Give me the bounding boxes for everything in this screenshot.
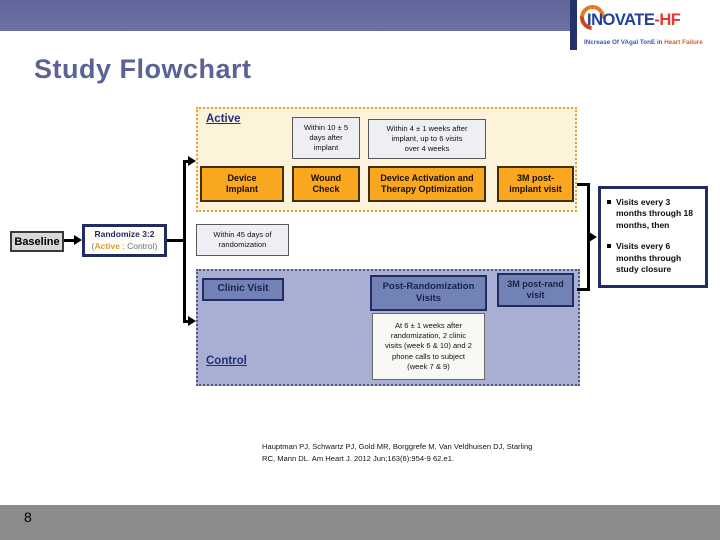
randomize-active-word: Active (94, 240, 120, 251)
baseline-box: Baseline (10, 231, 64, 252)
page-title: Study Flowchart (34, 54, 252, 84)
connector-randomize-junction (167, 239, 186, 242)
logo-name: INOVATE-HF (587, 11, 681, 30)
step-box-clinic-visit: Clinic Visit (202, 278, 284, 301)
step-box-wound-check: Wound Check (292, 166, 360, 202)
step-box-post-randomization-visits: Post-Randomization Visits (370, 275, 487, 311)
randomize-label: Randomize 3:2 (94, 229, 155, 240)
connector-3m-rand-up (587, 236, 590, 291)
connector-3m-implant-out (577, 183, 590, 186)
logo-tagline-part1: INcrease Of VAgal TonE in (584, 39, 665, 46)
followup-bullet-item: Visits every 3 months through 18 months,… (607, 197, 701, 231)
connector-3m-rand-out (577, 288, 590, 291)
randomize-box: Randomize 3:2 (Active : Control) (82, 224, 167, 257)
randomize-control-word: Control (127, 240, 155, 251)
logo-stripe (570, 0, 577, 50)
connector-to-active (183, 160, 190, 163)
inovate-hf-logo: INOVATE-HF INcrease Of VAgal TonE in Hea… (570, 0, 720, 50)
note-box-post-randomization: At 6 ± 1 weeks after randomization, 2 cl… (372, 313, 485, 380)
followup-bullet-text: Visits every 6 months through study clos… (616, 241, 682, 275)
timing-box-wound-check: Within 10 ± 5 days after implant (292, 117, 360, 159)
connector-3m-implant-down (587, 183, 590, 240)
control-section: Clinic Visit Post-Randomization Visits 3… (196, 269, 580, 386)
step-box-device-activation: Device Activation and Therapy Optimizati… (368, 166, 486, 202)
connector-to-control (183, 320, 190, 323)
step-box-3m-post-implant: 3M post- implant visit (497, 166, 574, 202)
followup-bullet-item: Visits every 6 months through study clos… (607, 241, 701, 275)
randomize-open-paren: ( (91, 240, 95, 251)
logo-tagline-part2: Heart Failure (664, 39, 703, 46)
step-box-device-implant: Device Implant (200, 166, 284, 202)
randomize-ratio-label: (Active : Control) (92, 241, 158, 252)
bullet-icon (607, 200, 611, 204)
randomize-close-paren: ) (154, 240, 158, 251)
arrow-right-icon (188, 316, 196, 326)
page-number: 8 (24, 509, 32, 525)
timing-box-within-45-days: Within 45 days of randomization (196, 224, 289, 256)
followup-bullet-text: Visits every 3 months through 18 months,… (616, 197, 693, 230)
citation-line2: RC, Mann DL. Am Heart J. 2012 Jun;163(6)… (262, 453, 455, 463)
active-section: Active Within 10 ± 5 days after implant … (196, 107, 577, 212)
active-section-label: Active (206, 113, 241, 125)
randomize-separator: : (120, 240, 128, 251)
bottom-bar (0, 505, 720, 540)
step-box-3m-post-rand: 3M post-rand visit (497, 273, 574, 307)
logo-name-main: INOVATE (587, 11, 655, 29)
logo-tagline: INcrease Of VAgal TonE in Heart Failure (584, 39, 703, 46)
timing-box-device-activation: Within 4 ± 1 weeks after implant, up to … (368, 119, 486, 159)
connector-branch-vertical (183, 160, 186, 323)
arrow-right-icon (74, 235, 82, 245)
control-section-label: Control (206, 355, 247, 367)
logo-name-suffix: -HF (654, 11, 681, 29)
followup-visits-box: Visits every 3 months through 18 months,… (598, 186, 708, 288)
citation: Hauptman PJ, Schwartz PJ, Gold MR, Borgg… (262, 441, 532, 465)
bullet-icon (607, 244, 611, 249)
citation-line1: Hauptman PJ, Schwartz PJ, Gold MR, Borgg… (262, 442, 533, 451)
connector-baseline-randomize (64, 239, 76, 242)
arrow-right-icon (188, 156, 196, 166)
arrow-right-icon (589, 232, 597, 242)
